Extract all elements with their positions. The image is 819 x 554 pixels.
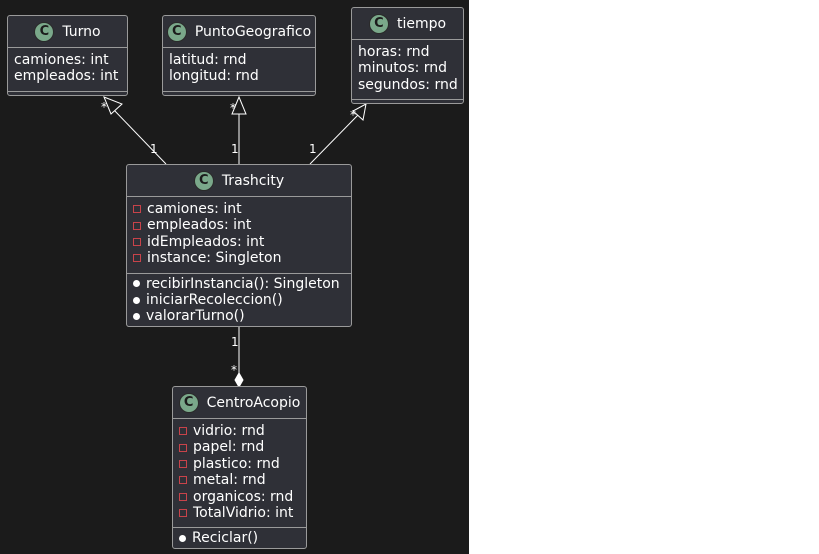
method-row: Reciclar() (179, 530, 300, 546)
private-visibility-icon (179, 427, 187, 436)
method-row: iniciarRecoleccion() (133, 292, 345, 308)
field-text: empleados: int (147, 217, 252, 234)
class-icon: C (193, 170, 214, 191)
field-row: latitud: rnd (169, 52, 247, 68)
multiplicity-punto-one: 1 (231, 142, 239, 156)
field-text: camiones: int (147, 201, 242, 217)
class-name: Trashcity (221, 172, 285, 189)
class-header: C Trashcity (127, 165, 351, 197)
multiplicity-tiempo-star: * (350, 108, 356, 122)
public-visibility-icon (133, 313, 140, 321)
class-name: Turno (62, 23, 101, 40)
method-text: valorarTurno() (146, 308, 245, 325)
public-visibility-icon (179, 535, 186, 543)
class-methods (352, 100, 463, 112)
field-row: minutos: rnd (358, 60, 448, 77)
private-visibility-icon (179, 443, 187, 452)
field-text: instance: Singleton (147, 250, 282, 267)
relationship-lines (103, 95, 367, 389)
class-methods: Reciclar() (173, 528, 306, 550)
field-row: empleados: int (133, 217, 345, 233)
field-row: empleados: int (14, 68, 119, 85)
private-visibility-icon (179, 476, 187, 485)
public-visibility-icon (133, 280, 140, 288)
class-fields: latitud: rnd longitud: rnd (163, 48, 315, 92)
field-text: plastico: rnd (193, 455, 280, 472)
private-visibility-icon (133, 205, 141, 214)
private-visibility-icon (179, 460, 187, 469)
class-header: C CentroAcopio (173, 387, 306, 419)
method-text: recibirInstancia(): Singleton (146, 275, 340, 292)
field-text: metal: rnd (193, 472, 266, 489)
class-fields: camiones: int empleados: int (8, 48, 127, 92)
class-name: tiempo (396, 15, 447, 32)
multiplicity-centro-star: * (231, 363, 237, 377)
private-visibility-icon (133, 221, 141, 230)
class-name: CentroAcopio (206, 394, 301, 411)
class-fields: camiones: int empleados: int idEmpleados… (127, 197, 351, 274)
field-row: segundos: rnd (358, 76, 458, 93)
class-fields: horas: rnd minutos: rnd segundos: rnd (352, 40, 463, 101)
field-text: vidrio: rnd (193, 423, 265, 439)
class-icon: C (34, 21, 55, 42)
class-methods: recibirInstancia(): Singleton iniciarRec… (127, 274, 351, 329)
field-row: organicos: rnd (179, 489, 300, 505)
class-icon: C (368, 13, 389, 34)
field-row: longitud: rnd (169, 68, 259, 85)
edge-trashcity-tiempo (309, 114, 359, 165)
private-visibility-icon (179, 509, 187, 518)
class-icon: C (166, 21, 187, 42)
multiplicity-turno-star: * (101, 100, 107, 114)
method-text: iniciarRecoleccion() (146, 292, 283, 309)
method-text: Reciclar() (192, 530, 259, 547)
class-header: C tiempo (352, 8, 463, 40)
field-row: idEmpleados: int (133, 234, 345, 250)
field-row: vidrio: rnd (179, 423, 300, 439)
class-header: C PuntoGeografico (163, 16, 315, 48)
field-text: TotalVidrio: int (193, 505, 294, 522)
class-icon: C (178, 392, 199, 413)
multiplicity-punto-star: * (230, 101, 236, 115)
class-turno[interactable]: C Turno camiones: int empleados: int (7, 15, 128, 96)
method-row: valorarTurno() (133, 308, 345, 324)
multiplicity-tiempo-one: 1 (309, 142, 317, 156)
multiplicity-turno-one: 1 (150, 142, 158, 156)
class-name: PuntoGeografico (194, 23, 312, 40)
field-row: horas: rnd (358, 44, 430, 60)
field-row: metal: rnd (179, 472, 300, 488)
class-centro-acopio[interactable]: C CentroAcopio vidrio: rnd papel: rnd pl… (172, 386, 307, 549)
field-text: idEmpleados: int (147, 233, 265, 250)
diagram-canvas: C Turno camiones: int empleados: int C P… (0, 0, 469, 554)
edge-turno-arrowhead (103, 96, 123, 115)
private-visibility-icon (133, 238, 141, 247)
field-row: plastico: rnd (179, 456, 300, 472)
class-methods (163, 92, 315, 104)
edge-tiempo-arrowhead (352, 103, 367, 121)
field-row: TotalVidrio: int (179, 505, 300, 521)
class-header: C Turno (8, 16, 127, 48)
field-text: papel: rnd (193, 439, 265, 456)
class-punto-geografico[interactable]: C PuntoGeografico latitud: rnd longitud:… (162, 15, 316, 96)
class-methods (8, 92, 127, 104)
class-trashcity[interactable]: C Trashcity camiones: int empleados: int… (126, 164, 352, 327)
public-visibility-icon (133, 296, 140, 304)
field-row: instance: Singleton (133, 250, 345, 266)
field-text: organicos: rnd (193, 488, 294, 505)
field-row: camiones: int (133, 201, 345, 217)
method-row: recibirInstancia(): Singleton (133, 276, 345, 292)
class-tiempo[interactable]: C tiempo horas: rnd minutos: rnd segundo… (351, 7, 464, 104)
edge-punto-arrowhead (231, 95, 247, 115)
field-row: papel: rnd (179, 439, 300, 455)
private-visibility-icon (133, 254, 141, 263)
field-row: camiones: int (14, 52, 109, 68)
edge-trashcity-turno (112, 108, 167, 165)
private-visibility-icon (179, 492, 187, 501)
multiplicity-centro-one: 1 (231, 335, 239, 349)
class-fields: vidrio: rnd papel: rnd plastico: rnd met… (173, 419, 306, 529)
